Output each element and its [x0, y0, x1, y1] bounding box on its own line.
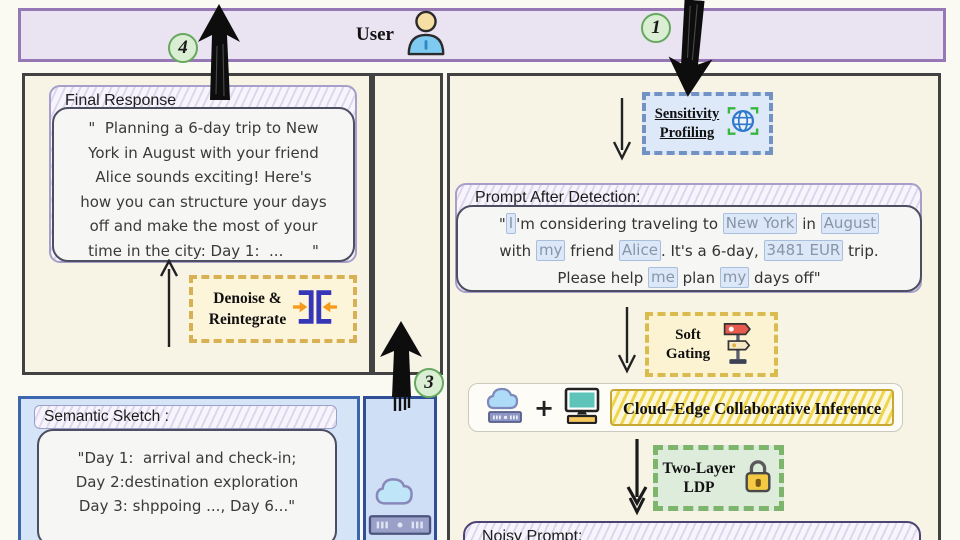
soft-gating-line1: Soft: [675, 326, 701, 343]
semantic-sketch-header: Semantic Sketch :: [34, 405, 337, 429]
prompt-line-2: with my friend Alice. It's a 6-day, 3481…: [499, 240, 879, 261]
denoise-label: Denoise & Reintegrate: [208, 290, 287, 328]
soft-gating-box: Soft Gating: [645, 312, 778, 377]
padlock-icon: [742, 457, 774, 500]
cloud-server-icon: [485, 385, 525, 430]
final-response-text: " Planning a 6-day trip to New York in A…: [80, 119, 327, 260]
globe-scan-icon: [726, 105, 760, 142]
collab-inference-label: Cloud–Edge Collaborative Inference: [610, 389, 894, 426]
edge-computer-icon: [563, 386, 601, 429]
arrow-down-to-prompt: [612, 96, 632, 171]
soft-gating-line2: Gating: [665, 345, 711, 362]
denoise-reintegrate-box: Denoise & Reintegrate: [189, 275, 357, 343]
ldp-line1: Two-Layer: [662, 460, 736, 477]
noisy-prompt-box: Noisy Prompt:: [463, 521, 921, 540]
step-badge-3: 3: [414, 368, 444, 398]
arrow-step4-up-to-user: [197, 4, 241, 105]
merge-icon: [293, 285, 338, 334]
sensitivity-line2: Profiling: [659, 124, 715, 141]
final-response-title: Final Response: [65, 92, 177, 109]
prompt-line-3: Please help me plan my days off": [557, 267, 821, 288]
prompt-line-1: "I'm considering traveling to New York i…: [458, 210, 920, 237]
user-label: User: [356, 24, 394, 45]
final-response-bubble: " Planning a 6-day trip to New York in A…: [52, 107, 355, 262]
arrow-down-to-gating: [617, 305, 637, 384]
arrow-down-to-ldp: [626, 437, 648, 522]
server-icon: [368, 514, 432, 540]
plus-sign: +: [534, 393, 555, 422]
collab-inference-row: + Cloud–Edge Collaborative Inference: [468, 383, 903, 432]
semantic-sketch-text: "Day 1: arrival and check-in; Day 2:dest…: [75, 449, 299, 515]
semantic-sketch-bubble: "Day 1: arrival and check-in; Day 2:dest…: [37, 429, 337, 540]
prompt-after-detection-title: Prompt After Detection:: [475, 189, 641, 206]
noisy-prompt-title: Noisy Prompt:: [482, 528, 583, 540]
step-badge-1: 1: [641, 13, 671, 43]
signpost-icon: [717, 318, 757, 371]
arrow-step1-down-from-user: [664, 0, 717, 103]
cloud-icon: [374, 466, 426, 515]
sensitivity-profiling-box: Sensitivity Profiling: [642, 92, 773, 155]
step-badge-4: 4: [168, 33, 198, 63]
two-layer-ldp-box: Two-Layer LDP: [653, 445, 784, 511]
semantic-sketch-title: Semantic Sketch :: [44, 408, 169, 425]
user-bar: User: [18, 8, 946, 62]
sensitivity-line1: Sensitivity: [654, 105, 720, 122]
arrow-step3-up-to-edge: [379, 321, 423, 416]
prompt-bubble: "I'm considering traveling to New York i…: [456, 205, 922, 292]
ldp-line2: LDP: [683, 479, 715, 496]
arrow-up-to-response: [159, 258, 179, 354]
user-icon: [404, 10, 448, 61]
edge-device-column: [372, 73, 443, 375]
